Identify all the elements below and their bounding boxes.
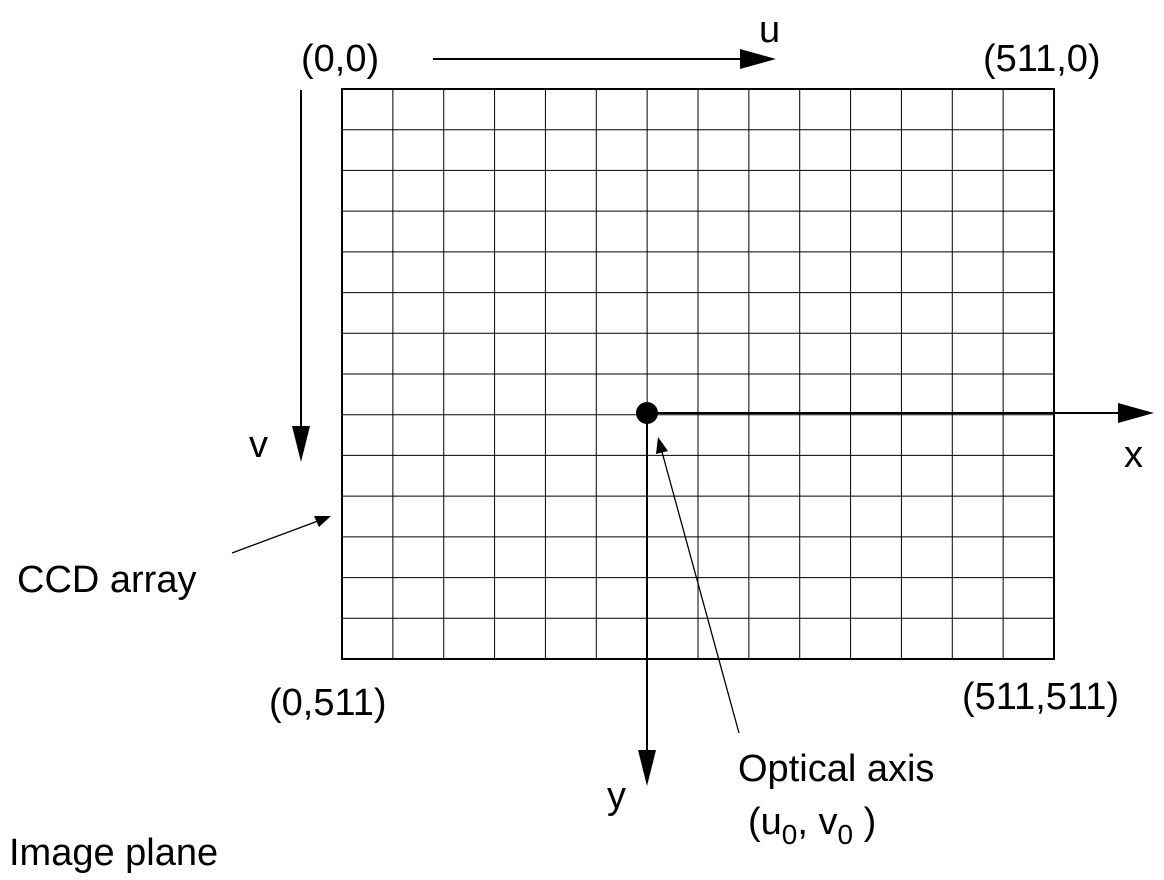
top-left-corner-label: (0,0) xyxy=(301,38,380,80)
optical-axis-coord-close: ) xyxy=(853,801,877,843)
v-axis-label: v xyxy=(249,424,268,466)
optical-axis-coordinates: (u0, v0 ) xyxy=(748,803,876,849)
x-axis-arrowhead xyxy=(1118,403,1154,423)
optical-axis-pointer-arrowhead xyxy=(656,437,668,454)
ccd-array-border xyxy=(341,88,1055,660)
v-axis-arrowhead xyxy=(292,426,310,462)
top-right-corner-label: (511,0) xyxy=(983,38,1101,80)
optical-axis-coord-mid: , v xyxy=(797,801,838,843)
ccd-grid xyxy=(342,89,1054,659)
optical-axis-label: Optical axis xyxy=(738,748,935,790)
optical-axis-point xyxy=(636,402,658,424)
y-axis-arrowhead xyxy=(638,750,656,786)
u-axis-arrowhead xyxy=(740,49,776,69)
optical-axis-pointer-line xyxy=(661,451,740,734)
bottom-left-corner-label: (0,511) xyxy=(269,682,387,724)
u-axis-label: u xyxy=(759,9,781,51)
optical-axis-coord-sub-u: 0 xyxy=(781,819,798,850)
optical-axis-coord-open: (u xyxy=(748,801,782,843)
ccd-array-pointer-arrowhead xyxy=(314,516,331,527)
ccd-array-label: CCD array xyxy=(17,559,197,601)
bottom-right-corner-label: (511,511) xyxy=(962,676,1120,718)
x-axis-label: x xyxy=(1124,434,1143,476)
image-plane-label: Image plane xyxy=(9,832,219,874)
ccd-array-pointer-line xyxy=(231,520,319,554)
y-axis-label: y xyxy=(607,775,626,817)
optical-axis-coord-sub-v: 0 xyxy=(837,819,854,850)
